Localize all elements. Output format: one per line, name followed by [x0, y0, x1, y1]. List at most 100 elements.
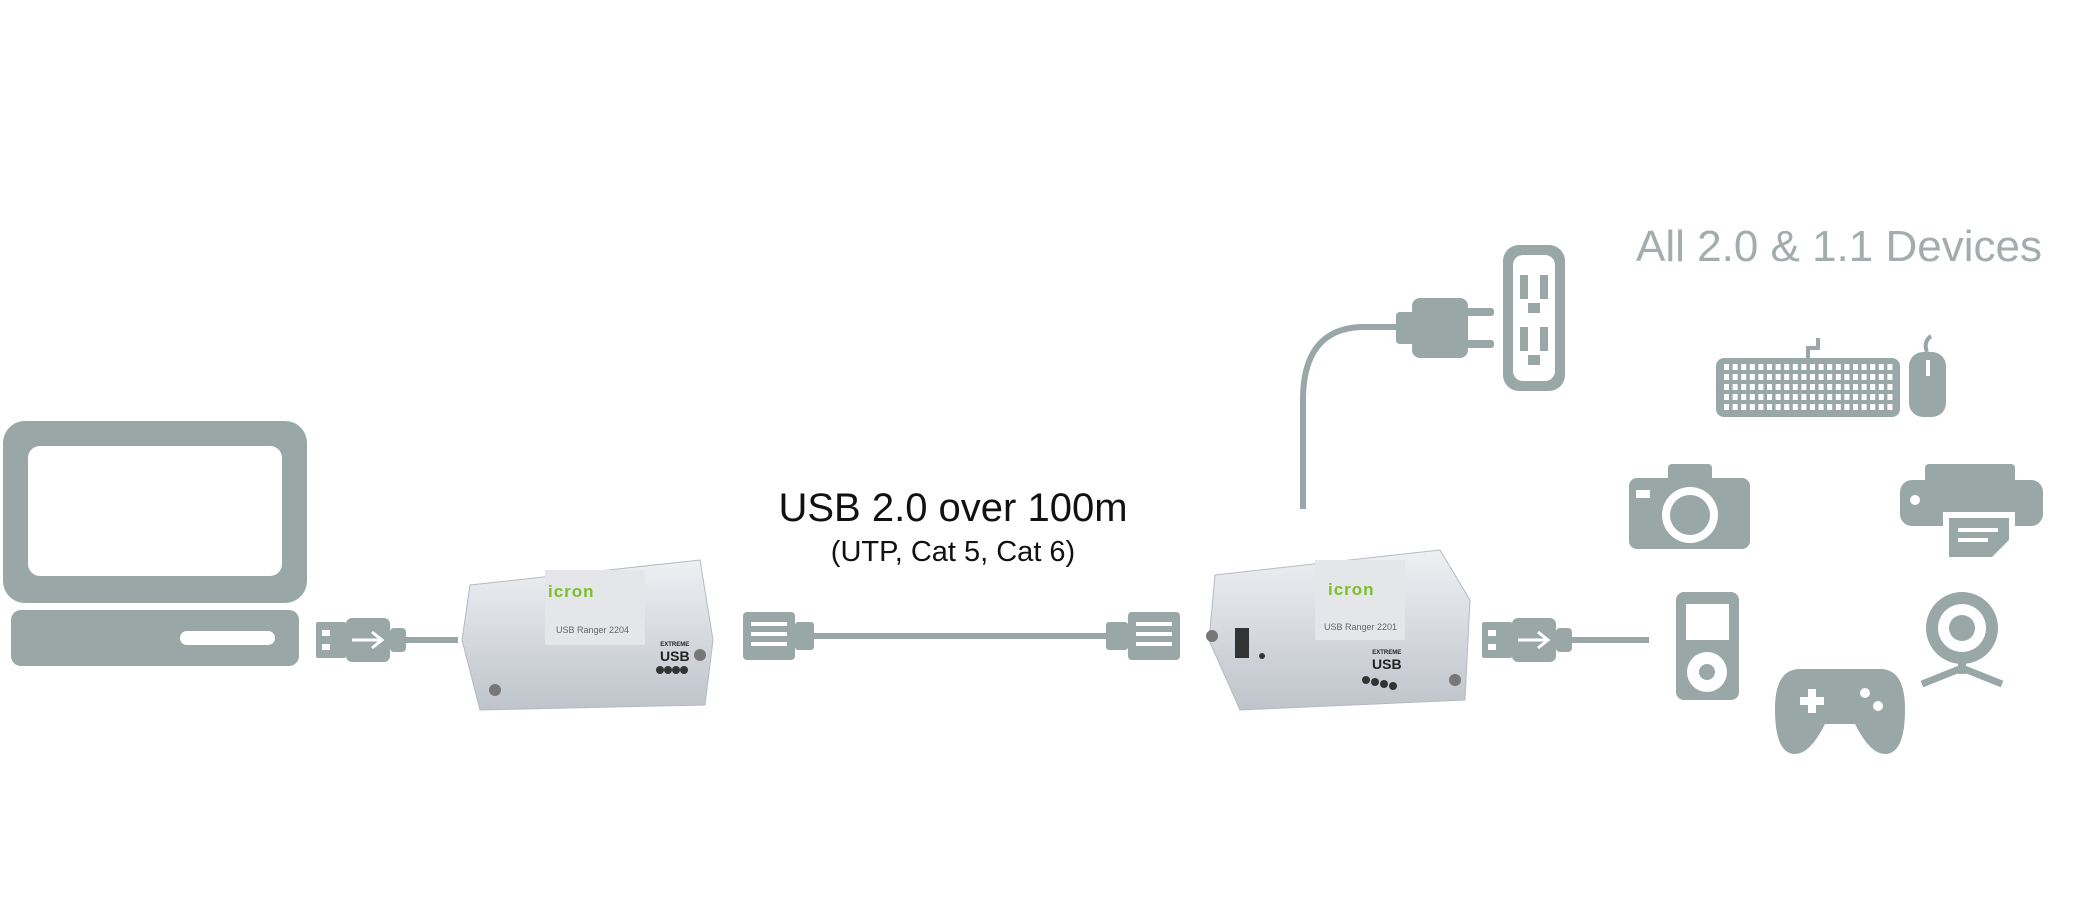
key — [1810, 374, 1815, 380]
badge-text: USB — [660, 648, 690, 664]
key — [1732, 404, 1738, 410]
key — [1870, 394, 1876, 400]
key — [1878, 404, 1884, 410]
key — [1844, 384, 1850, 390]
key — [1724, 384, 1729, 390]
key — [1758, 404, 1764, 410]
gamepad-icon — [1775, 669, 1905, 754]
key — [1870, 364, 1876, 370]
key — [1741, 364, 1747, 370]
key — [1767, 394, 1772, 400]
remote-unit-logo: icron — [1328, 580, 1375, 599]
key — [1818, 374, 1824, 380]
key — [1810, 364, 1815, 370]
key — [1887, 394, 1893, 400]
key — [1810, 384, 1815, 390]
key — [1861, 364, 1867, 370]
key — [1870, 404, 1876, 410]
key — [1835, 374, 1841, 380]
key — [1844, 404, 1850, 410]
key — [1835, 384, 1841, 390]
key — [1732, 384, 1738, 390]
key — [1767, 384, 1772, 390]
key — [1818, 384, 1824, 390]
key — [1758, 364, 1764, 370]
key — [1724, 404, 1729, 410]
key — [1784, 394, 1790, 400]
key — [1792, 374, 1798, 380]
local-unit-logo: icron — [548, 582, 595, 601]
key — [1792, 404, 1798, 410]
key — [1887, 384, 1893, 390]
key — [1801, 374, 1807, 380]
key — [1827, 404, 1833, 410]
key — [1741, 374, 1747, 380]
remote-extender-unit — [1206, 549, 1471, 711]
key — [1827, 374, 1833, 380]
key — [1724, 374, 1729, 380]
key — [1818, 404, 1824, 410]
compatible-devices-heading: All 2.0 & 1.1 Devices — [1636, 222, 2042, 271]
rj45-plug-icon — [743, 612, 814, 660]
key — [1775, 394, 1781, 400]
key — [1878, 374, 1884, 380]
key — [1792, 364, 1798, 370]
key — [1749, 384, 1755, 390]
key — [1810, 404, 1815, 410]
computer-icon — [3, 421, 307, 666]
key — [1741, 404, 1747, 410]
key — [1758, 394, 1764, 400]
key — [1801, 404, 1807, 410]
key — [1835, 364, 1841, 370]
key — [1870, 374, 1876, 380]
key — [1792, 384, 1798, 390]
key — [1775, 364, 1781, 370]
key — [1724, 394, 1729, 400]
key — [1784, 364, 1790, 370]
key — [1749, 404, 1755, 410]
key — [1853, 374, 1858, 380]
media-player-icon — [1676, 592, 1739, 700]
webcam-icon — [1920, 592, 2004, 688]
power-plug-icon — [1396, 298, 1494, 358]
key — [1853, 404, 1858, 410]
key — [1724, 364, 1729, 370]
key — [1775, 374, 1781, 380]
badge-top: EXTREME — [1372, 650, 1402, 656]
mouse-icon — [1909, 334, 1946, 417]
key — [1853, 384, 1858, 390]
key — [1827, 394, 1833, 400]
key — [1878, 394, 1884, 400]
key — [1844, 374, 1850, 380]
key — [1758, 384, 1764, 390]
key — [1818, 394, 1824, 400]
key — [1878, 384, 1884, 390]
key — [1835, 404, 1841, 410]
key — [1810, 394, 1815, 400]
key — [1784, 404, 1790, 410]
local-unit-model: USB Ranger 2204 — [556, 625, 630, 635]
key — [1732, 364, 1738, 370]
key — [1844, 364, 1850, 370]
key — [1844, 394, 1850, 400]
key — [1749, 394, 1755, 400]
badge-top: EXTREME — [660, 642, 690, 648]
key — [1861, 404, 1867, 410]
cable-subtitle: (UTP, Cat 5, Cat 6) — [830, 536, 1076, 568]
local-extender-unit — [461, 559, 714, 711]
key — [1732, 374, 1738, 380]
key — [1749, 364, 1755, 370]
usb-plug-icon — [316, 618, 458, 662]
key — [1801, 384, 1807, 390]
key — [1784, 384, 1790, 390]
camera-icon — [1629, 464, 1750, 549]
rj45-plug-icon — [1106, 612, 1180, 660]
key — [1827, 364, 1833, 370]
key — [1870, 384, 1876, 390]
badge-text: USB — [1372, 656, 1402, 672]
key — [1801, 364, 1807, 370]
printer-icon — [1900, 464, 2043, 563]
key — [1887, 364, 1893, 370]
key — [1853, 394, 1858, 400]
